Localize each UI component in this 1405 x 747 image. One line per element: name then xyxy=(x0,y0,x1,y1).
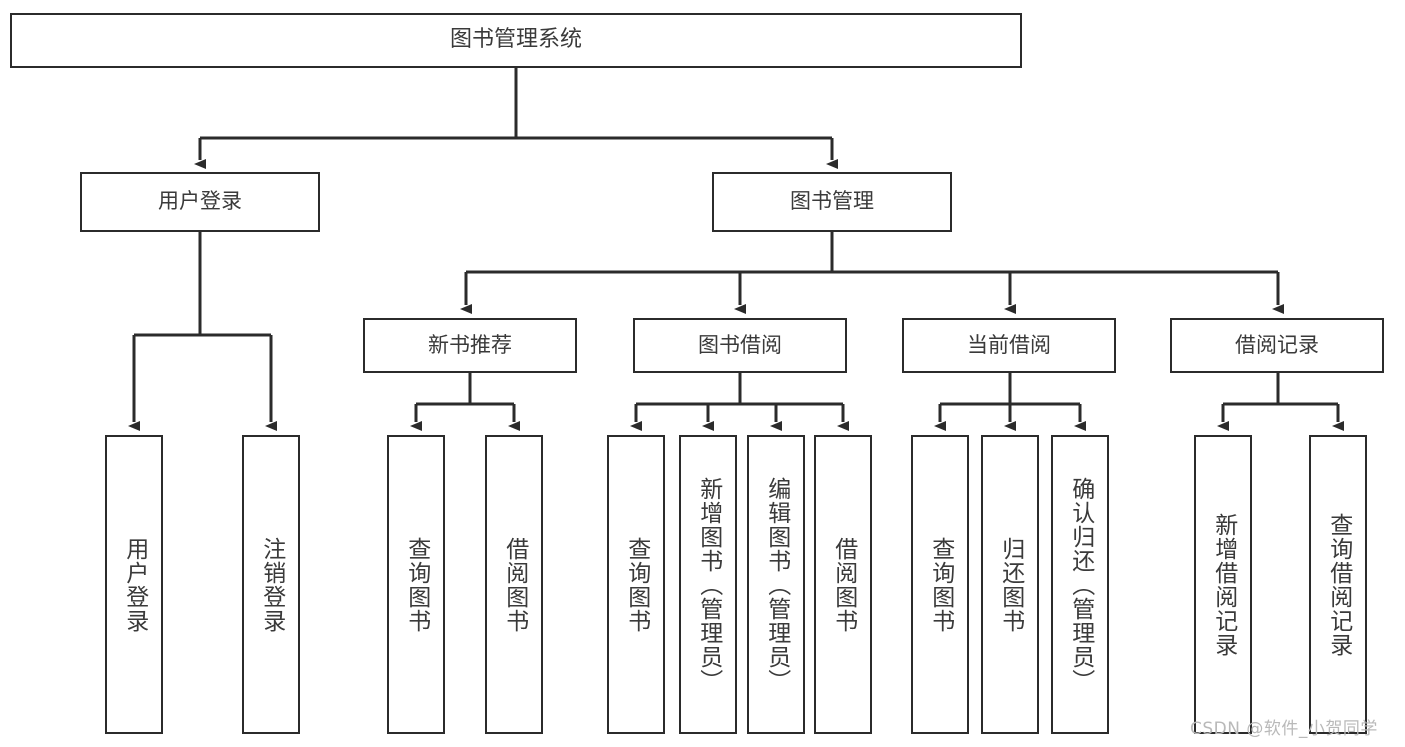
node-borrow-record-label: 借阅记录 xyxy=(1235,332,1319,357)
node-borrow-record[interactable]: 借阅记录 xyxy=(1170,318,1384,373)
node-new-book-recommend-label: 新书推荐 xyxy=(428,332,512,357)
node-book-manage[interactable]: 图书管理 xyxy=(712,172,952,232)
leaf-edit-book[interactable]: 编辑图书（管理员） xyxy=(747,435,805,734)
leaf-borrow-book-2-label: 借阅图书 xyxy=(830,536,857,633)
watermark-text: CSDN @软件_小贺同学 xyxy=(1190,719,1378,739)
leaf-query-book-3[interactable]: 查询图书 xyxy=(911,435,969,734)
leaf-edit-book-label: 编辑图书（管理员） xyxy=(763,476,790,693)
node-root-label: 图书管理系统 xyxy=(449,27,582,53)
leaf-borrow-book-2[interactable]: 借阅图书 xyxy=(814,435,872,734)
leaf-borrow-book-1-label: 借阅图书 xyxy=(501,536,528,633)
node-book-manage-label: 图书管理 xyxy=(790,189,874,214)
leaf-borrow-book-1[interactable]: 借阅图书 xyxy=(485,435,543,734)
leaf-query-book-1-label: 查询图书 xyxy=(403,536,430,633)
leaf-confirm-return-label: 确认归还（管理员） xyxy=(1067,476,1094,693)
node-book-borrow[interactable]: 图书借阅 xyxy=(633,318,847,373)
leaf-add-book-label: 新增图书（管理员） xyxy=(695,476,722,693)
node-user-login-label: 用户登录 xyxy=(158,189,242,214)
node-user-login[interactable]: 用户登录 xyxy=(80,172,320,232)
node-current-borrow[interactable]: 当前借阅 xyxy=(902,318,1116,373)
leaf-user-login[interactable]: 用户登录 xyxy=(105,435,163,734)
leaf-return-book[interactable]: 归还图书 xyxy=(981,435,1039,734)
leaf-logout-label: 注销登录 xyxy=(258,536,285,633)
leaf-add-record[interactable]: 新增借阅记录 xyxy=(1194,435,1252,734)
leaf-confirm-return[interactable]: 确认归还（管理员） xyxy=(1051,435,1109,734)
node-new-book-recommend[interactable]: 新书推荐 xyxy=(363,318,577,373)
leaf-query-book-3-label: 查询图书 xyxy=(927,536,954,633)
leaf-query-book-1[interactable]: 查询图书 xyxy=(387,435,445,734)
leaf-query-record-label: 查询借阅记录 xyxy=(1325,512,1352,657)
leaf-return-book-label: 归还图书 xyxy=(997,536,1024,633)
leaf-query-book-2[interactable]: 查询图书 xyxy=(607,435,665,734)
leaf-user-login-label: 用户登录 xyxy=(121,536,148,633)
leaf-add-record-label: 新增借阅记录 xyxy=(1210,512,1237,657)
leaf-query-book-2-label: 查询图书 xyxy=(623,536,650,633)
leaf-query-record[interactable]: 查询借阅记录 xyxy=(1309,435,1367,734)
leaf-add-book[interactable]: 新增图书（管理员） xyxy=(679,435,737,734)
node-current-borrow-label: 当前借阅 xyxy=(967,332,1051,357)
node-book-borrow-label: 图书借阅 xyxy=(698,332,782,357)
leaf-logout[interactable]: 注销登录 xyxy=(242,435,300,734)
node-root[interactable]: 图书管理系统 xyxy=(10,13,1022,68)
